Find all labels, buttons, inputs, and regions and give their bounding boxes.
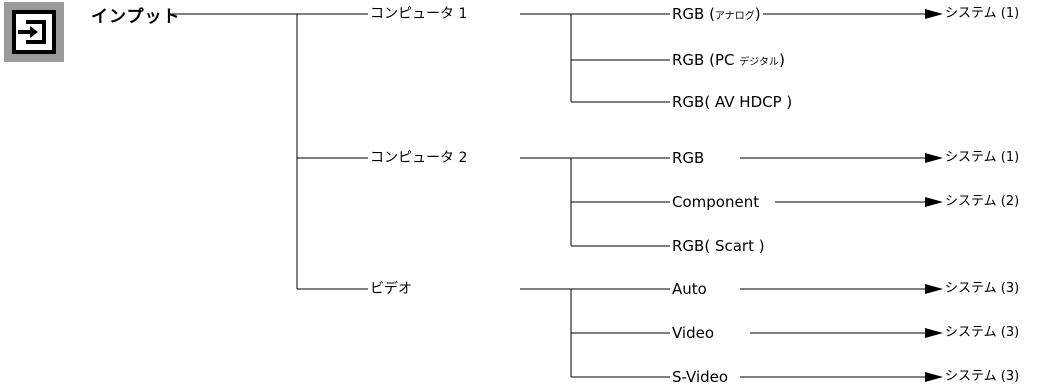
signal-rgb-pc-digital-small: デジタル [739, 57, 780, 68]
signal-rgb-scart: RGB( Scart ) [670, 236, 767, 256]
source-computer-2: コンピュータ 2 [368, 148, 470, 168]
signal-rgb-analog-tail: ) [754, 5, 761, 23]
signal-rgb-pc-digital: RGB (PC デジタル) [670, 50, 787, 73]
menu-title: インプット [91, 7, 181, 27]
system-label: システム (2) [943, 192, 1022, 212]
source-computer-1: コンピュータ 1 [368, 4, 470, 24]
system-label: システム (1) [943, 148, 1022, 168]
system-label: システム (3) [943, 367, 1022, 387]
signal-component: Component [670, 192, 762, 212]
signal-rgb-analog-small: アナログ [714, 11, 755, 22]
source-video: ビデオ [368, 279, 414, 299]
signal-rgb-analog: RGB (アナログ) [670, 4, 763, 27]
signal-rgb-pc-digital-main: RGB (PC [672, 51, 740, 69]
system-label: システム (1) [943, 4, 1022, 24]
signal-auto: Auto [670, 279, 709, 299]
system-label: システム (3) [943, 323, 1022, 343]
signal-rgb-pc-digital-tail: ) [779, 51, 785, 69]
signal-rgb-av-hdcp: RGB( AV HDCP ) [670, 92, 795, 112]
signal-rgb-analog-main: RGB ( [672, 5, 715, 23]
input-icon [4, 2, 64, 62]
signal-s-video: S-Video [670, 367, 731, 387]
system-label: システム (3) [943, 279, 1022, 299]
signal-video: Video [670, 323, 717, 343]
signal-rgb: RGB [670, 148, 707, 168]
